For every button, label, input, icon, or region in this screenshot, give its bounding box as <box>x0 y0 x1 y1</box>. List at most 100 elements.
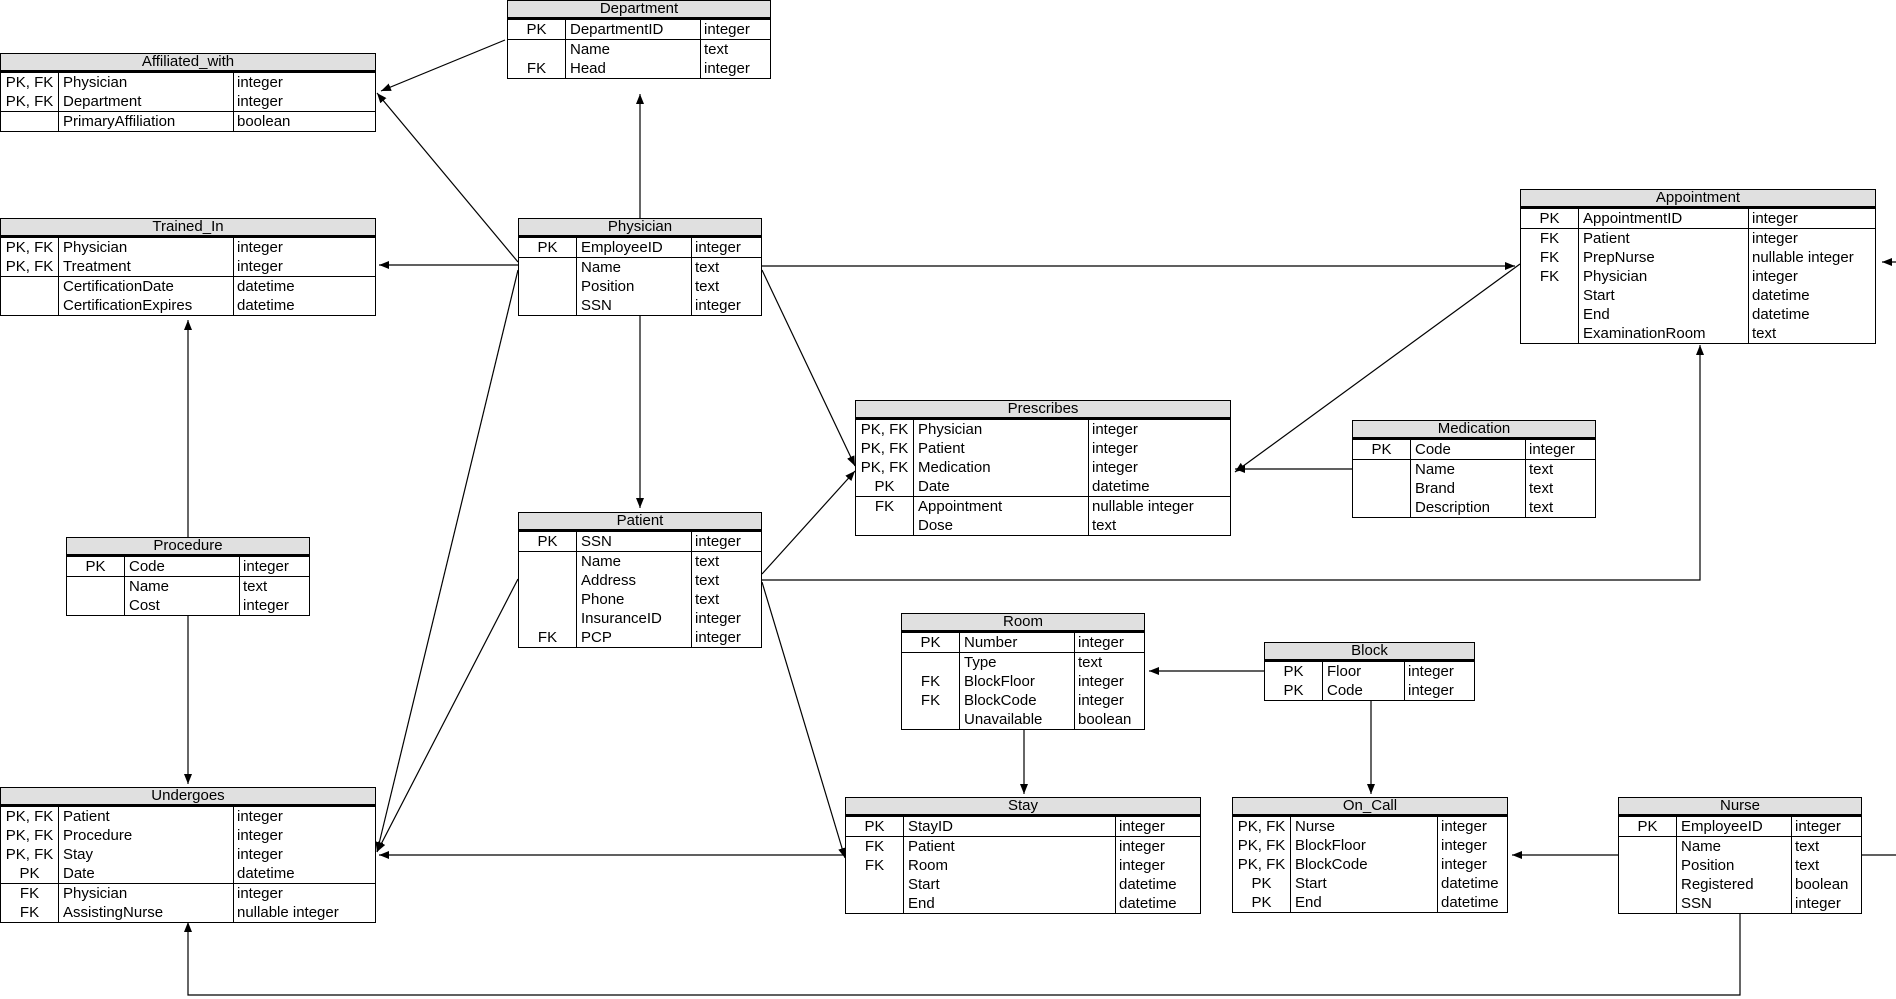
field-type: integer <box>237 808 283 825</box>
field-type: integer <box>695 610 741 627</box>
field-type: text <box>1092 517 1117 534</box>
field-key: PK <box>1265 662 1323 681</box>
field-key: PK <box>902 633 960 652</box>
field-key: PK <box>508 20 566 39</box>
field-key <box>519 609 577 628</box>
field-type: integer <box>695 533 741 550</box>
field-name: Medication <box>914 458 1089 477</box>
field-key: PK <box>1233 874 1291 893</box>
field-key: PK <box>1353 440 1411 459</box>
field-name: Physician <box>59 238 234 257</box>
relationship-arrow-appointment-to-prescribes <box>1234 263 1521 473</box>
field-type: integer <box>237 239 283 256</box>
field-key <box>902 710 960 729</box>
field-type: datetime <box>1119 895 1177 912</box>
field-name: AssistingNurse <box>59 903 234 922</box>
field-key <box>1619 837 1677 856</box>
entity-title: Medication <box>1353 421 1595 440</box>
field-name: EmployeeID <box>577 238 692 257</box>
relationship-arrow-patient-to-appointment <box>762 345 1704 581</box>
field-key: PK <box>1521 209 1579 228</box>
field-key: PK <box>1233 893 1291 912</box>
field-name: Code <box>1411 440 1526 459</box>
field-key: FK <box>846 837 904 856</box>
field-name: Room <box>904 856 1116 875</box>
field-key: FK <box>1 884 59 903</box>
field-name: Brand <box>1411 479 1526 498</box>
field-name: Code <box>125 557 240 576</box>
field-name: DepartmentID <box>566 20 701 39</box>
field-name: Position <box>1677 856 1792 875</box>
field-type: text <box>695 553 720 570</box>
field-key: PK, FK <box>1 845 59 864</box>
field-name: Floor <box>1323 662 1405 681</box>
relationship-arrow-patient-to-undergoes <box>376 578 519 853</box>
field-key: PK, FK <box>856 439 914 458</box>
field-type: integer <box>237 93 283 110</box>
field-type: datetime <box>237 297 295 314</box>
field-key: PK <box>1 864 59 883</box>
field-key <box>846 894 904 913</box>
field-type: integer <box>1092 440 1138 457</box>
field-type: text <box>1529 461 1554 478</box>
field-type: datetime <box>1092 478 1150 495</box>
field-name: Phone <box>577 590 692 609</box>
field-key: FK <box>856 497 914 516</box>
field-key: PK, FK <box>1233 855 1291 874</box>
field-type: integer <box>695 629 741 646</box>
field-type: nullable integer <box>1752 249 1854 266</box>
entity-title: Physician <box>519 219 761 238</box>
field-type: text <box>1795 838 1820 855</box>
entity-title: Affiliated_with <box>1 54 375 73</box>
field-name: Unavailable <box>960 710 1075 729</box>
field-type: integer <box>704 60 750 77</box>
field-key <box>1353 498 1411 517</box>
field-name: SSN <box>1677 894 1792 913</box>
field-type: nullable integer <box>237 904 339 921</box>
field-key: FK <box>1 903 59 922</box>
field-type: integer <box>1529 441 1575 458</box>
field-name: Type <box>960 653 1075 672</box>
field-name: Treatment <box>59 257 234 276</box>
field-key: FK <box>1521 248 1579 267</box>
field-key: FK <box>519 628 577 647</box>
field-key: PK, FK <box>856 420 914 439</box>
entity-title: Trained_In <box>1 219 375 238</box>
field-key: PK <box>846 817 904 836</box>
relationship-arrow-department-to-affiliated_with <box>380 39 506 92</box>
field-type: text <box>695 259 720 276</box>
field-key: FK <box>902 691 960 710</box>
field-type: text <box>704 41 729 58</box>
field-name: Physician <box>1579 267 1749 286</box>
field-name: BlockFloor <box>960 672 1075 691</box>
field-key <box>519 296 577 315</box>
